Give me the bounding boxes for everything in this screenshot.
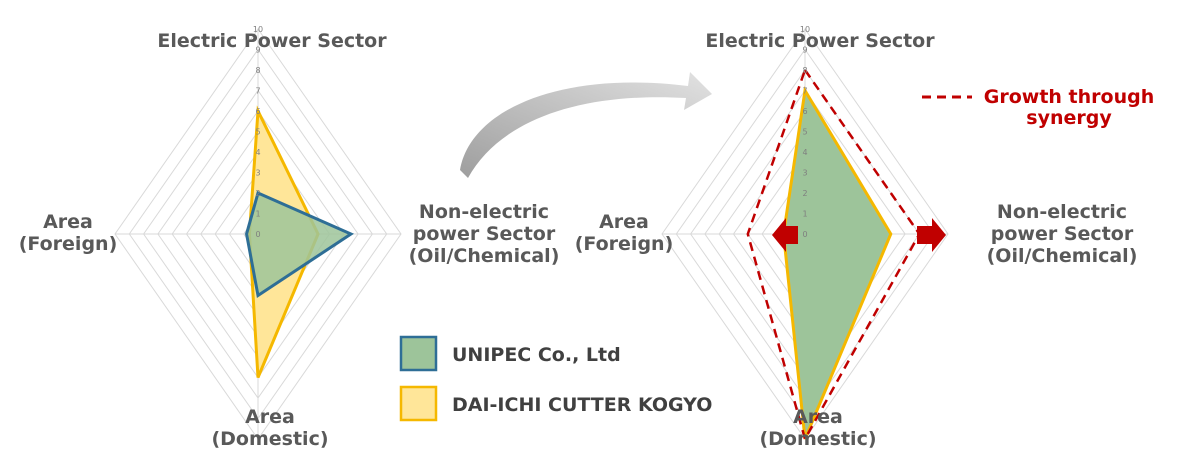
axis-label: power Sector — [413, 223, 556, 245]
tick-label: 8 — [255, 66, 260, 75]
axis-label: Area — [43, 211, 93, 233]
axis-label: (Foreign) — [575, 233, 674, 255]
tick-label: 1 — [255, 210, 260, 219]
axis-label: (Oil/Chemical) — [409, 245, 560, 267]
tick-label: 7 — [802, 87, 807, 96]
axis-label: Area — [793, 406, 843, 428]
series-growth-through-synergy — [746, 67, 921, 443]
axis-label: power Sector — [991, 223, 1134, 245]
series-combined — [782, 86, 893, 440]
growth-arrow-left-icon — [772, 218, 798, 252]
series-unipec-co-ltd — [245, 190, 355, 299]
tick-label: 9 — [255, 46, 260, 55]
axis-label: (Oil/Chemical) — [987, 245, 1138, 267]
tick-label: 4 — [255, 148, 260, 157]
growth-annotation: Growth through synergy — [922, 86, 1154, 129]
growth-label-line1: Growth through — [984, 86, 1154, 108]
tick-label: 2 — [255, 189, 260, 198]
transition-arrow-icon — [460, 72, 712, 178]
tick-label: 6 — [255, 107, 260, 116]
growth-arrow-right-icon — [917, 218, 946, 252]
legend-label-unipec: UNIPEC Co., Ltd — [452, 344, 621, 366]
tick-label: 7 — [255, 87, 260, 96]
axis-label: (Foreign) — [19, 233, 118, 255]
growth-label-line2: synergy — [1026, 107, 1112, 129]
axis-label: Electric Power Sector — [705, 30, 935, 52]
axis-label: Area — [245, 406, 295, 428]
tick-label: 8 — [802, 66, 807, 75]
axis-label: (Domestic) — [211, 428, 328, 450]
tick-label: 5 — [802, 128, 807, 137]
legend-swatch-daiichi — [399, 385, 438, 422]
axis-label: Non-electric — [997, 201, 1127, 223]
tick-label: 0 — [255, 230, 260, 239]
axis-label: Area — [599, 211, 649, 233]
tick-label: 2 — [802, 189, 807, 198]
axis-label: Non-electric — [419, 201, 549, 223]
legend-label-daiichi: DAI-ICHI CUTTER KOGYO — [452, 394, 712, 416]
tick-label: 3 — [802, 169, 807, 178]
tick-label: 5 — [255, 128, 260, 137]
tick-label: 10 — [253, 25, 263, 34]
axis-label: Electric Power Sector — [157, 30, 387, 52]
tick-label: 0 — [802, 230, 807, 239]
tick-label: 9 — [802, 46, 807, 55]
tick-label: 3 — [255, 169, 260, 178]
tick-label: 4 — [802, 148, 807, 157]
axis-label: (Domestic) — [759, 428, 876, 450]
tick-label: 6 — [802, 107, 807, 116]
legend: UNIPEC Co., Ltd DAI-ICHI CUTTER KOGYO — [399, 335, 712, 422]
tick-label: 10 — [800, 25, 810, 34]
tick-label: 1 — [802, 210, 807, 219]
legend-swatch-unipec — [399, 335, 438, 372]
